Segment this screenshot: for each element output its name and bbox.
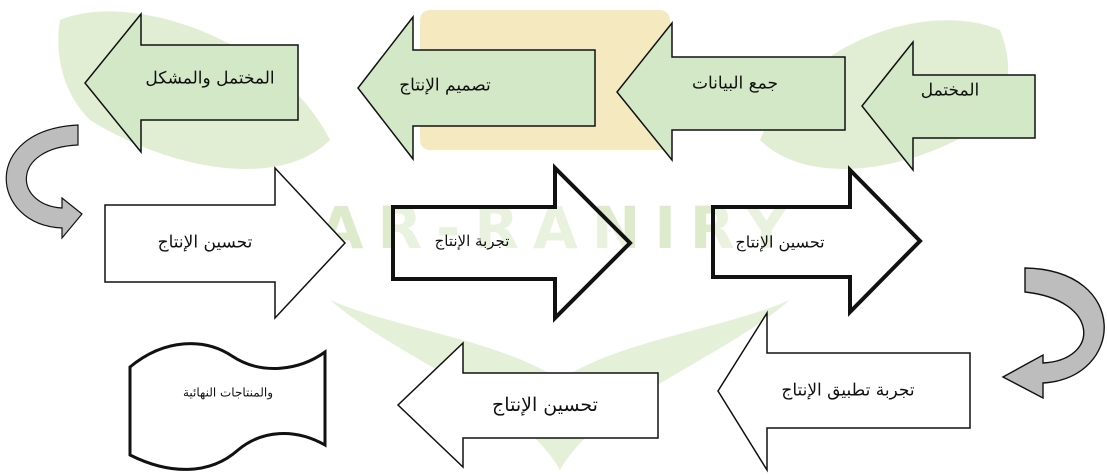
arrow-label: تصميم الإنتاج (399, 76, 491, 96)
arrow-step-4: المختمل والمشكل (84, 11, 299, 155)
curve-shape (1001, 267, 1105, 400)
arrow-shape (84, 11, 299, 155)
arrow-shape (391, 163, 633, 323)
arrow-step-7: تحسين الإنتاج (711, 165, 923, 317)
arrow-step-3: تصميم الإنتاج (357, 14, 596, 162)
curved-arrow-left (5, 124, 83, 240)
curve-shape (5, 124, 83, 240)
arrow-step-5: تحسين الإنتاج (104, 166, 347, 320)
document-label: والمنتاجات النهائية (183, 386, 273, 400)
document-shape (128, 342, 327, 471)
arrow-shape (357, 14, 596, 162)
arrow-label: جمع البيانات (692, 74, 778, 94)
arrow-label: تجربة تطبيق الإنتاج (781, 381, 915, 401)
arrow-step-2: جمع البيانات (616, 20, 846, 163)
arrow-step-8: تجربة تطبيق الإنتاج (717, 310, 971, 473)
arrow-shape (396, 341, 659, 469)
arrow-shape (717, 310, 971, 473)
arrow-shape (616, 20, 846, 163)
arrow-label: تحسين الإنتاج (492, 394, 598, 416)
arrow-label: تحسين الإنتاج (158, 233, 253, 253)
arrow-step-9: تحسين الإنتاج (396, 341, 659, 469)
arrow-step-6: تجربة الإنتاج (391, 163, 633, 323)
arrow-shape (711, 165, 923, 317)
final-product-document: والمنتاجات النهائية (128, 342, 327, 471)
arrow-label: المختمل (921, 81, 980, 101)
arrow-step-1: المختمل (861, 39, 1036, 173)
arrow-label: المختمل والمشكل (145, 69, 274, 89)
curved-arrow-right (1001, 267, 1105, 400)
arrow-label: تجربة الإنتاج (435, 232, 510, 250)
arrow-shape (861, 39, 1036, 173)
arrow-shape (104, 166, 347, 320)
arrow-label: تحسين الإنتاج (735, 233, 824, 252)
